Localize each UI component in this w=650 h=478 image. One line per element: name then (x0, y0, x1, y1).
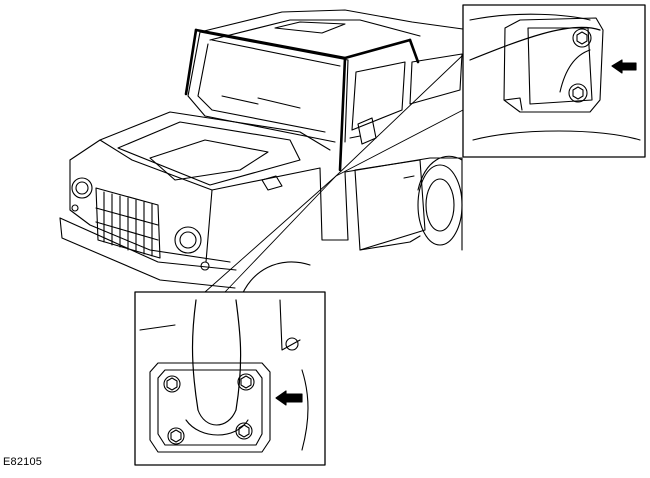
upper-detail-frame (463, 5, 645, 157)
lower-bolt-3 (168, 428, 184, 444)
lower-detail-view (135, 292, 325, 465)
lower-detail-frame (135, 292, 325, 465)
roll-cage-bar (196, 30, 410, 58)
figure-reference-code: E82105 (3, 456, 43, 468)
upper-bolt-2 (569, 84, 587, 102)
headlight-left (72, 178, 92, 198)
lower-pointer-arrow (276, 391, 302, 405)
lower-bolt-1 (164, 376, 180, 392)
upper-detail-view (463, 5, 645, 157)
rear-wheel (418, 165, 462, 245)
headlight-right (175, 227, 201, 253)
lower-bolt-4 (236, 423, 252, 439)
vehicle-body (60, 10, 470, 300)
leader-lines (205, 55, 463, 292)
lower-bolt-2 (238, 374, 254, 390)
upper-pointer-arrow (612, 60, 636, 73)
upper-bolt-1 (573, 29, 591, 47)
